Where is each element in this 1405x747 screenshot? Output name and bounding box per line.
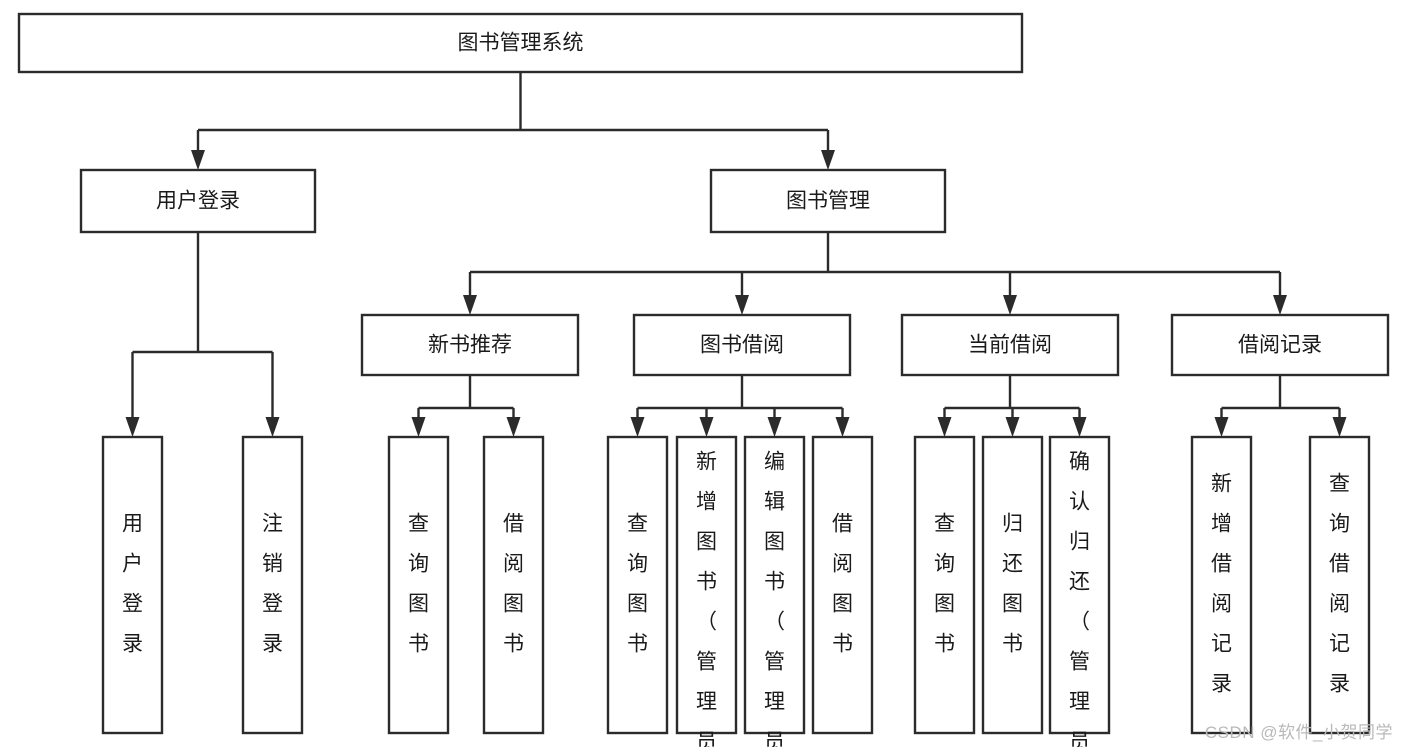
leaf-node[interactable]: 归还图书: [981, 435, 1044, 735]
leaf-label: 借阅图书: [832, 513, 853, 656]
arrow-to-new-book: [463, 295, 477, 315]
new-book-recommend-label: 新书推荐: [428, 334, 512, 357]
leaf-label: 确认归还（管理员）: [1069, 451, 1090, 747]
connector-book-mgmt-to-level3: [468, 232, 1282, 295]
user-login-label: 用户登录: [156, 190, 240, 213]
leaf-box[interactable]: [1048, 435, 1111, 735]
leaf-label: 查询图书: [934, 513, 955, 656]
leaf-node[interactable]: 查询图书: [606, 435, 669, 735]
leaf-label: 查询图书: [627, 513, 648, 656]
node-new-book-recommend[interactable]: 新书推荐: [360, 313, 580, 377]
leaf-box[interactable]: [1190, 435, 1253, 735]
current-borrow-box[interactable]: [900, 313, 1120, 377]
borrow-record-box[interactable]: [1170, 313, 1390, 377]
leaf-node[interactable]: 查询图书: [913, 435, 976, 735]
connector-book-borrow-to-leaves: [636, 375, 844, 417]
leaf-node[interactable]: 借阅图书: [482, 435, 545, 735]
node-root[interactable]: 图书管理系统: [17, 12, 1024, 74]
leaf-label: 查询图书: [408, 513, 429, 656]
arrow-to-borrow-record: [1273, 295, 1287, 315]
arrow-to-leaf-1: [125, 417, 140, 437]
new-book-recommend-box[interactable]: [360, 313, 580, 377]
borrow-record-label: 借阅记录: [1238, 334, 1322, 357]
leaf-box[interactable]: [981, 435, 1044, 735]
leaf-label: 新增借阅记录: [1211, 473, 1232, 696]
arrow-to-leaf-13: [1332, 417, 1347, 437]
arrow-to-leaf-7: [767, 417, 782, 437]
arrow-to-leaf-3: [411, 417, 426, 437]
leaf-box[interactable]: [241, 435, 304, 735]
leaf-box[interactable]: [1308, 435, 1371, 735]
arrow-to-leaf-9: [937, 417, 952, 437]
leaf-node[interactable]: 用户登录: [101, 435, 164, 735]
node-book-management[interactable]: 图书管理: [709, 168, 947, 234]
leaf-node[interactable]: 查询借阅记录: [1308, 435, 1371, 735]
current-borrow-label: 当前借阅: [968, 334, 1052, 357]
arrow-to-leaf-10: [1005, 417, 1020, 437]
arrow-to-book-mgmt: [821, 150, 835, 170]
leaf-box[interactable]: [811, 435, 874, 735]
leaf-box[interactable]: [387, 435, 450, 735]
leaf-node[interactable]: 编辑图书（管理员）: [743, 435, 806, 747]
leaf-box[interactable]: [743, 435, 806, 735]
book-borrow-label: 图书借阅: [700, 334, 784, 357]
arrow-to-leaf-6: [699, 417, 714, 437]
arrow-to-leaf-11: [1072, 417, 1087, 437]
node-user-login[interactable]: 用户登录: [79, 168, 317, 234]
leaf-node-layer: 用户登录 注销登录 查询图书 借阅图书 查询图书 新增图书（管理员） 编辑图书（管理员） 借阅…: [101, 435, 1371, 747]
leaf-label: 编辑图书（管理员）: [764, 451, 785, 747]
leaf-box[interactable]: [675, 435, 738, 735]
leaf-box[interactable]: [482, 435, 545, 735]
arrow-to-leaf-2: [265, 417, 280, 437]
connector-borrow-record-to-leaves: [1220, 375, 1341, 417]
leaf-label: 新增图书（管理员）: [696, 451, 717, 747]
node-borrow-record[interactable]: 借阅记录: [1170, 313, 1390, 377]
root-box[interactable]: [17, 12, 1024, 74]
leaf-label: 用户登录: [122, 513, 143, 656]
book-management-label: 图书管理: [786, 190, 870, 213]
leaf-box[interactable]: [101, 435, 164, 735]
connector-user-login-to-leaves: [131, 232, 274, 417]
connector-layer: [131, 72, 1341, 417]
node-current-borrow[interactable]: 当前借阅: [900, 313, 1120, 377]
watermark-text: CSDN @软件_小贺同学: [1204, 723, 1393, 742]
arrow-to-user-login: [191, 150, 205, 170]
arrow-to-current-borrow: [1003, 295, 1017, 315]
arrow-to-leaf-12: [1214, 417, 1229, 437]
arrow-to-leaf-5: [630, 417, 645, 437]
leaf-label: 查询借阅记录: [1329, 473, 1350, 696]
leaf-node[interactable]: 新增图书（管理员）: [675, 435, 738, 747]
book-borrow-box[interactable]: [632, 313, 852, 377]
leaf-node[interactable]: 注销登录: [241, 435, 304, 735]
leaf-node[interactable]: 确认归还（管理员）: [1048, 435, 1111, 747]
connector-new-book-to-leaves: [417, 375, 515, 417]
connector-current-borrow-to-leaves: [943, 375, 1081, 417]
connector-root-to-level2: [196, 72, 830, 150]
book-management-box[interactable]: [709, 168, 947, 234]
leaf-box[interactable]: [606, 435, 669, 735]
arrow-to-leaf-8: [835, 417, 850, 437]
leaf-label: 归还图书: [1002, 513, 1023, 656]
leaf-node[interactable]: 借阅图书: [811, 435, 874, 735]
arrow-to-leaf-4: [506, 417, 521, 437]
leaf-label: 注销登录: [262, 513, 283, 656]
root-label: 图书管理系统: [458, 32, 584, 55]
leaf-label: 借阅图书: [503, 513, 524, 656]
leaf-node[interactable]: 新增借阅记录: [1190, 435, 1253, 735]
arrowhead-layer: [125, 150, 1347, 437]
node-book-borrow[interactable]: 图书借阅: [632, 313, 852, 377]
user-login-box[interactable]: [79, 168, 317, 234]
leaf-box[interactable]: [913, 435, 976, 735]
arrow-to-book-borrow: [735, 295, 749, 315]
leaf-node[interactable]: 查询图书: [387, 435, 450, 735]
